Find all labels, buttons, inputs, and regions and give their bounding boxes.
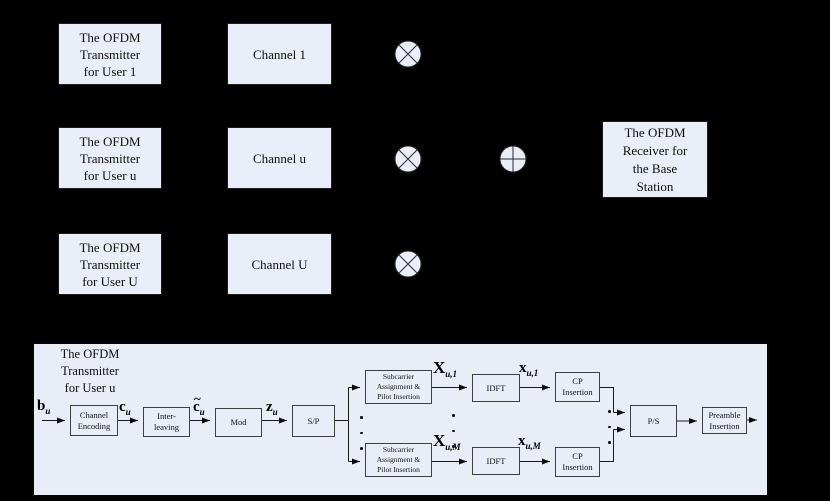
signal-label-x-uM: xu,M (518, 433, 541, 451)
preamble-label: Preamble (708, 409, 741, 420)
subcarrier-label: Pilot Insertion (377, 465, 420, 474)
idft-label: IDFT (486, 382, 506, 393)
panel-title: The OFDM Transmitter for User u (42, 346, 138, 397)
signal-label-X-uM: Xu,M (433, 431, 461, 452)
signal-label-c-u: cu (119, 399, 131, 417)
cp-insertion-label: Insertion (562, 462, 593, 472)
cp-insertion-label: Insertion (562, 387, 593, 397)
idft-label: IDFT (486, 455, 506, 466)
sp-label: S/P (307, 415, 320, 426)
signal-label-c-tilde-u: ~cu (193, 391, 205, 417)
channel1-label: Channel 1 (252, 46, 307, 62)
receiver-label: the Base (632, 160, 678, 176)
transmitter-useru-box: The OFDM Transmitter for User u (58, 127, 162, 189)
idft-top-block: IDFT (472, 374, 520, 402)
receiver-label: Station (636, 178, 674, 194)
subcarrier-label: Subcarrier (382, 372, 415, 381)
channel1-box: Channel 1 (227, 23, 332, 85)
transmitter-user1-label: Transmitter (79, 46, 141, 62)
ps-label: P/S (647, 415, 660, 426)
subcarrier-label: Assignment & (376, 455, 421, 464)
serial-to-parallel-block: S/P (292, 405, 335, 437)
receiver-box: The OFDM Receiver for the Base Station (602, 121, 708, 198)
transmitter-user1-box: The OFDM Transmitter for User 1 (58, 23, 162, 85)
signal-label-X-u1: Xu,1 (433, 358, 458, 379)
ellipsis-dots (452, 414, 455, 461)
transmitter-useru-label: The OFDM (79, 133, 141, 149)
channelU-label: Channel U (251, 256, 308, 272)
subcarrier-assignment-bottom-block: Subcarrier Assignment & Pilot Insertion (365, 443, 432, 477)
interleaving-label: Inter- (157, 411, 176, 421)
panel-title-line: for User u (64, 381, 116, 395)
signal-label-b-u: bu (37, 398, 51, 416)
transmitter-userU-box: The OFDM Transmitter for User U (58, 233, 162, 295)
transmitter-user1-label: The OFDM (79, 29, 141, 45)
multiplier-icon (394, 40, 422, 68)
subcarrier-label: Assignment & (376, 382, 421, 391)
parallel-to-serial-block: P/S (630, 405, 677, 437)
preamble-label: Insertion (709, 420, 740, 431)
subcarrier-label: Pilot Insertion (377, 392, 420, 401)
interleaving-block: Inter- leaving (143, 407, 190, 437)
multiplier-icon (394, 145, 422, 173)
cp-insertion-label: CP (572, 451, 583, 461)
signal-label-z-u: zu (266, 399, 278, 417)
receiver-label: Receiver for (622, 142, 688, 158)
transmitter-useru-label: for User u (83, 167, 137, 183)
transmitter-useru-label: Transmitter (79, 150, 141, 166)
receiver-label: The OFDM (624, 124, 686, 140)
channel-encoding-label: Channel (79, 409, 109, 420)
subcarrier-label: Subcarrier (382, 445, 415, 454)
cp-insertion-bottom-block: CP Insertion (555, 447, 600, 477)
channel-encoding-block: Channel Encoding (70, 405, 118, 436)
panel-title-line: The OFDM (60, 347, 120, 361)
channelu-box: Channel u (227, 127, 332, 189)
transmitter-userU-label: for User U (82, 273, 138, 289)
channelU-box: Channel U (227, 233, 332, 295)
preamble-insertion-block: Preamble Insertion (702, 407, 747, 434)
panel-title-line: Transmitter (61, 364, 119, 378)
channelu-label: Channel u (252, 150, 307, 166)
cp-insertion-label: CP (572, 376, 583, 386)
channel-encoding-label: Encoding (77, 420, 111, 431)
adder-icon (499, 145, 527, 173)
multiplier-icon (394, 250, 422, 278)
mod-label: Mod (230, 417, 247, 427)
cp-insertion-top-block: CP Insertion (555, 372, 600, 402)
mod-block: Mod (215, 408, 262, 437)
subcarrier-assignment-top-block: Subcarrier Assignment & Pilot Insertion (365, 370, 432, 404)
interleaving-label: leaving (153, 422, 180, 432)
transmitter-user1-label: for User 1 (83, 63, 137, 79)
ellipsis-dots (608, 410, 611, 457)
idft-bottom-block: IDFT (472, 447, 520, 475)
transmitter-userU-label: Transmitter (79, 256, 141, 272)
transmitter-userU-label: The OFDM (79, 239, 141, 255)
ellipsis-dots (360, 416, 363, 463)
signal-label-x-u1: xu,1 (519, 360, 539, 378)
